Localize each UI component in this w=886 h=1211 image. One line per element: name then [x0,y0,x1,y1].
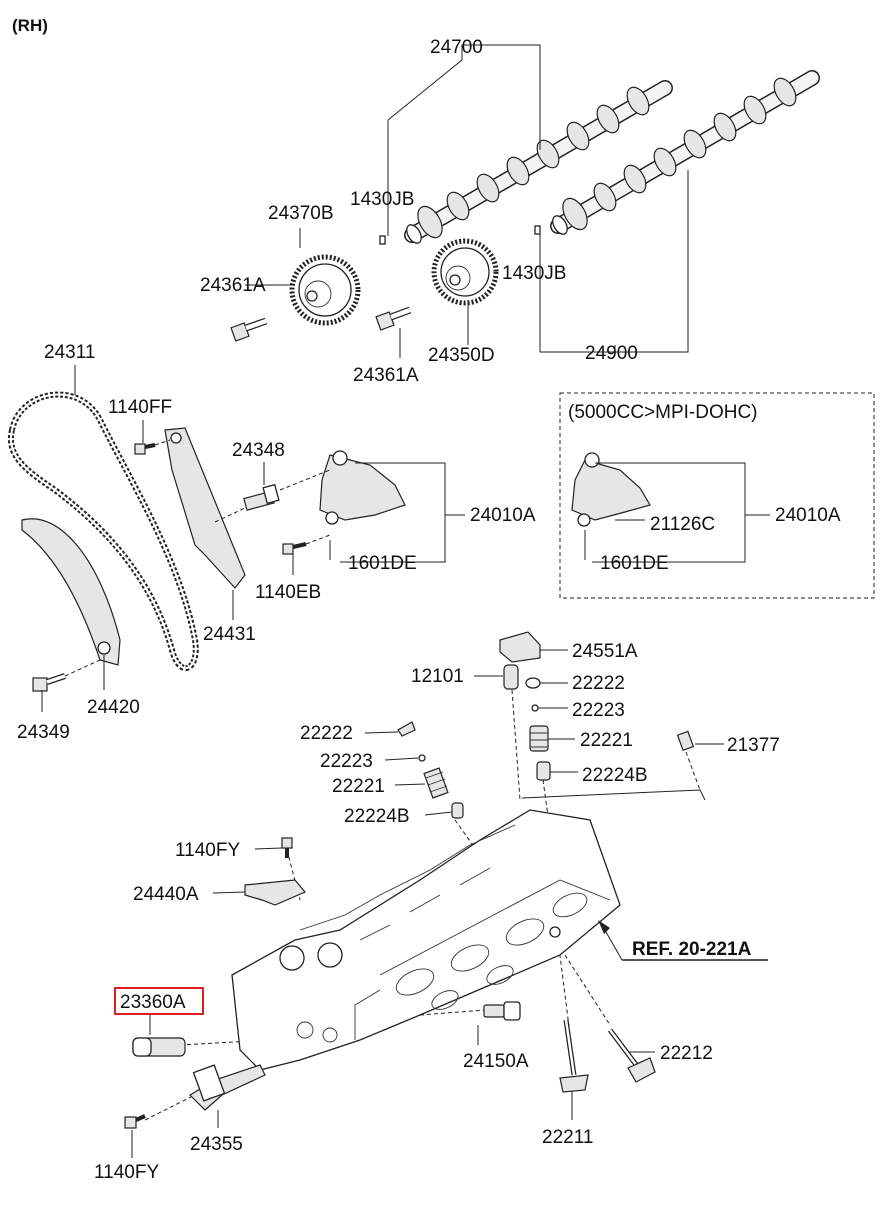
label-22222-left: 22222 [300,723,353,744]
label-21377: 21377 [727,735,780,756]
spring-22221-right [529,725,549,752]
bolt-1140fy-lower [124,1114,146,1129]
label-22224b-left: 22224B [344,806,410,827]
label-22223-left: 22223 [320,751,373,772]
label-24700: 24700 [430,37,483,58]
label-1140eb: 1140EB [255,582,321,603]
camshaft-leaders [245,44,689,358]
label-22221-left: 22221 [332,776,385,797]
bolt-24349 [32,673,66,692]
label-22224b-right: 22224B [582,765,648,786]
bolt-24361a-right [375,306,412,331]
intake-camshaft [404,80,673,244]
label-24150a: 24150A [463,1051,529,1072]
label-1430jb-lower: 1430JB [502,263,566,284]
cylinder-head [231,809,621,1071]
label-1601de-left: 1601DE [348,553,417,574]
cvvt-sprocket-24370b [289,254,361,326]
rocker-arm-24551a [499,631,541,663]
variant-box [559,392,875,599]
retainer-22222-right [525,677,541,689]
label-24349: 24349 [17,722,70,743]
label-1140ff: 1140FF [108,397,172,418]
seat-22224b-left [451,802,464,819]
valve-24150a [483,1001,521,1021]
label-22223-right: 22223 [572,700,625,721]
label-24010a-left: 24010A [470,505,536,526]
label-21126c: 21126C [650,514,715,535]
timing-leaders [41,365,770,712]
chain-guide-24420 [21,518,121,666]
label-23360a: 23360A [120,992,186,1013]
label-24551a: 24551A [572,641,638,662]
label-24361a-right: 24361A [353,365,419,386]
variant-box-title: (5000CC>MPI-DOHC) [568,402,758,423]
label-22212: 22212 [660,1043,713,1064]
label-24350d: 24350D [428,345,495,366]
bolt-24361a-left [230,317,268,342]
valve-leaders [131,649,724,1158]
highlight-box [114,987,204,1015]
plug-21377 [676,730,695,751]
label-24355: 24355 [190,1134,243,1155]
ref-arrowhead [598,920,610,934]
valve-22211 [559,1019,589,1093]
timing-dash-leaders [64,439,331,677]
bolt-1140fy-upper [281,837,293,858]
tensioner-24348 [243,483,280,511]
retainer-22222-left [397,721,416,737]
label-24010a-right: 24010A [775,505,841,526]
label-reference: REF. 20-221A [632,939,752,960]
label-22211: 22211 [542,1127,593,1148]
label-24311: 24311 [44,342,95,363]
label-24900: 24900 [585,343,638,364]
tensioner-arm-24431 [164,427,246,589]
seat-22224b-right [536,761,551,781]
label-1430jb-upper: 1430JB [350,189,414,210]
pin-1430jb-left [379,235,386,245]
label-22222-right: 22222 [572,673,625,694]
label-1140fy-lower: 1140FY [94,1162,159,1183]
bracket-24440a [244,879,306,906]
label-24348: 24348 [232,440,285,461]
label-22221-right: 22221 [580,730,633,751]
seal-22223-left [418,754,426,762]
seal-22223-right [531,704,539,712]
label-1601de-right: 1601DE [600,553,669,574]
side-label: (RH) [12,16,48,35]
label-24420: 24420 [87,697,140,718]
bolt-1140ff [134,443,156,455]
label-24431: 24431 [203,624,256,645]
exhaust-camshaft [550,70,820,235]
label-12101: 12101 [411,666,464,687]
sensor-23360a [132,1037,186,1057]
label-1140fy-upper: 1140FY [175,840,240,861]
lash-adjuster-12101 [503,664,519,690]
bolt-1140eb [282,542,307,555]
label-24440a: 24440A [133,884,199,905]
bracket-24010a-left [319,450,406,525]
bracket-24010a-right [571,452,651,527]
spring-22221-left [423,767,449,799]
label-24361a-left: 24361A [200,275,266,296]
oil-control-valve-24355 [189,1064,266,1111]
pin-1430jb-right [534,225,541,235]
label-24370b: 24370B [268,203,334,224]
head-top-edge [521,789,706,801]
cvvt-sprocket-24350d [431,238,499,306]
valve-22212 [608,1028,656,1083]
